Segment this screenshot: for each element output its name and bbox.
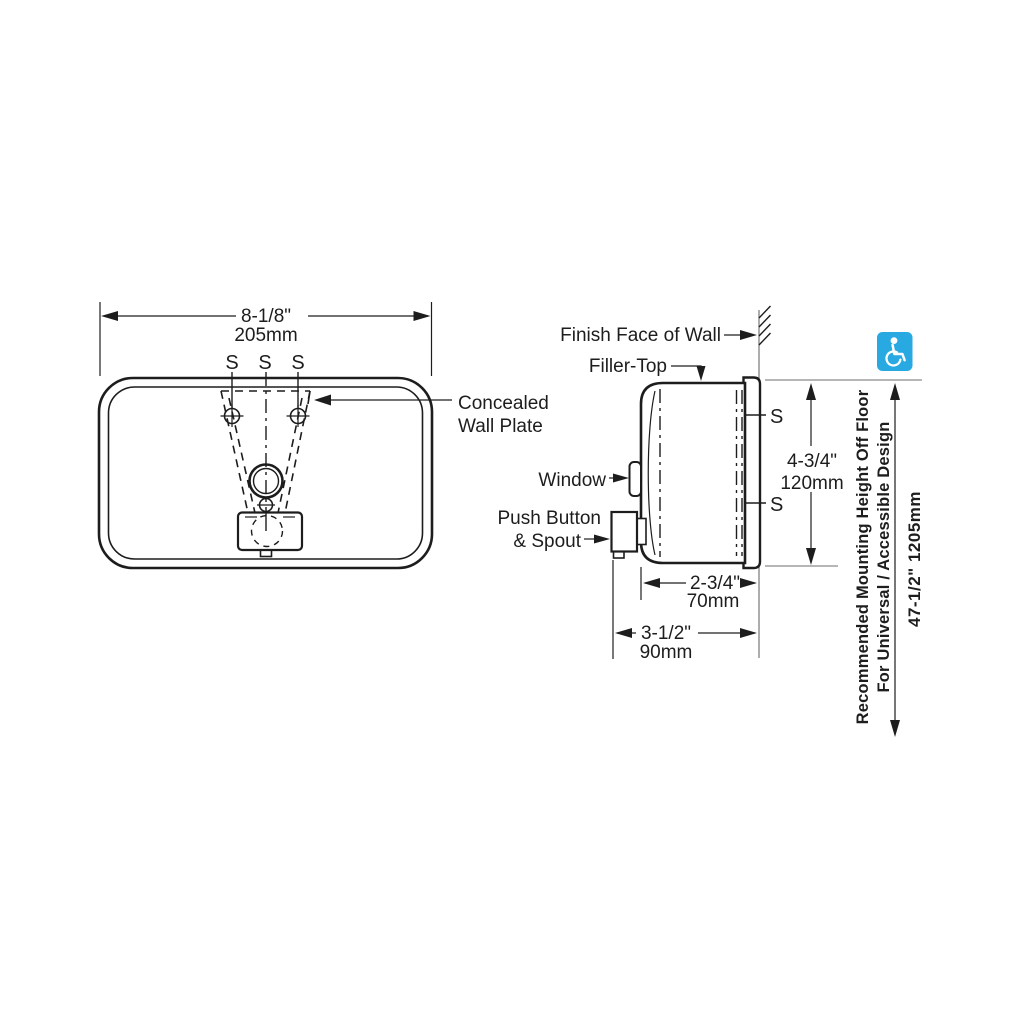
wall-hatching bbox=[758, 305, 772, 346]
wall-plate-right-edge bbox=[284, 390, 311, 514]
callout-arrowhead bbox=[696, 366, 706, 381]
push-button-side bbox=[610, 510, 639, 553]
mounting-height-value: 47-1/2" 1205mm bbox=[905, 491, 924, 627]
dispenser-body-side bbox=[639, 381, 747, 565]
callout-arrowhead bbox=[594, 534, 610, 544]
height-mm: 120mm bbox=[780, 473, 843, 494]
mounting-screw-left bbox=[220, 405, 244, 427]
hatch-stroke bbox=[758, 332, 772, 346]
window-label: Window bbox=[538, 470, 606, 491]
button-hidden-circle bbox=[250, 514, 284, 548]
wall-plate-left-inner-edge bbox=[228, 397, 256, 514]
front-width-inches: 8-1/8" bbox=[241, 306, 291, 327]
spout-nub-side bbox=[612, 550, 625, 559]
wheelchair-wheel bbox=[885, 350, 902, 367]
button-connector bbox=[636, 517, 647, 546]
mounting-note-line1: Recommended Mounting Height Off Floor bbox=[854, 389, 872, 724]
arrowhead-left bbox=[615, 628, 632, 638]
concealed-wall-plate-label-1: Concealed bbox=[458, 393, 549, 414]
projection-inches: 3-1/2" bbox=[641, 623, 691, 644]
depth-inches: 2-3/4" bbox=[690, 573, 740, 594]
front-view: 8-1/8" 205mm S S S bbox=[97, 302, 549, 570]
side-view: S S Finish Face of Wall Filler-Top Windo… bbox=[497, 305, 922, 663]
finish-face-of-wall-label: Finish Face of Wall bbox=[560, 325, 721, 346]
push-button-label-2: & Spout bbox=[513, 531, 581, 552]
wheelchair-figure-body bbox=[891, 343, 906, 362]
arrowhead-down bbox=[806, 548, 816, 565]
hatch-stroke bbox=[758, 314, 772, 328]
push-button-label-1: Push Button bbox=[497, 508, 601, 529]
hatch-stroke bbox=[758, 323, 772, 337]
stud-label-side-bottom: S bbox=[770, 494, 783, 516]
mounting-height-annotation: Recommended Mounting Height Off Floor Fo… bbox=[854, 332, 924, 737]
stud-label-side-top: S bbox=[770, 406, 783, 428]
mounting-screw-right bbox=[286, 405, 310, 427]
stud-label-s1: S bbox=[225, 352, 238, 374]
concealed-wall-plate-label-2: Wall Plate bbox=[458, 416, 543, 437]
callout-arrowhead bbox=[314, 394, 331, 406]
arrowhead-left bbox=[101, 311, 118, 321]
dispenser-front-inner-edge bbox=[107, 386, 424, 560]
stud-label-s2: S bbox=[258, 352, 271, 374]
mounting-note-line2: For Universal / Accessible Design bbox=[875, 421, 893, 692]
arrowhead-down bbox=[890, 720, 900, 737]
window-circle-outer bbox=[248, 463, 284, 499]
front-contour-line bbox=[647, 390, 656, 556]
arrowhead-up bbox=[806, 383, 816, 400]
window-circle-inner bbox=[252, 467, 280, 495]
callout-arrowhead bbox=[613, 473, 629, 483]
wall-plate-side bbox=[742, 376, 762, 570]
arrowhead-right bbox=[740, 578, 757, 588]
stud-label-s3: S bbox=[291, 352, 304, 374]
arrowhead-right bbox=[413, 311, 431, 321]
height-inches: 4-3/4" bbox=[787, 451, 837, 472]
arrowhead-left bbox=[643, 578, 660, 588]
front-width-mm: 205mm bbox=[234, 325, 297, 346]
push-button-front bbox=[236, 511, 304, 552]
arrowhead-up bbox=[890, 383, 900, 400]
callout-arrowhead bbox=[740, 330, 757, 340]
hatch-stroke bbox=[758, 305, 772, 319]
spout-nub-front bbox=[259, 549, 273, 558]
projection-mm: 90mm bbox=[640, 642, 693, 663]
accessibility-icon bbox=[877, 332, 913, 371]
window-side bbox=[628, 461, 642, 497]
filler-top-label: Filler-Top bbox=[589, 356, 667, 377]
wheelchair-figure-head bbox=[890, 337, 898, 344]
arrowhead-right bbox=[740, 628, 757, 638]
depth-mm: 70mm bbox=[687, 591, 740, 612]
callout-leader bbox=[671, 365, 702, 370]
